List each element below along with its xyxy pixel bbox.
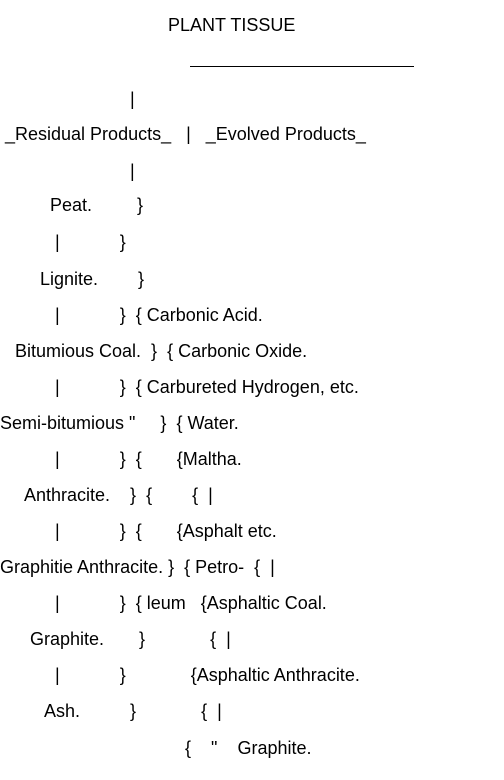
chart-line-4: Peat. }: [0, 195, 144, 215]
chart-line-11: | } { {Maltha.: [0, 449, 242, 469]
chart-line-19: { " Graphite.: [0, 738, 312, 758]
chart-line-7: | } { Carbonic Acid.: [0, 305, 263, 325]
chart-line-1: |: [0, 89, 135, 109]
chart-line-17: | } {Asphaltic Anthracite.: [0, 665, 360, 685]
chart-line-8: Bitumious Coal. } { Carbonic Oxide.: [0, 341, 308, 361]
chart-line-10: Semi-bitumious " } { Water.: [0, 413, 239, 433]
chart-line-13: | } { {Asphalt etc.: [0, 521, 277, 541]
chart-line-16: Graphite. } { |: [0, 629, 231, 649]
chart-line-14: Graphitie Anthracite. } { Petro- { |: [0, 557, 275, 577]
chart-line-6: Lignite. }: [0, 269, 145, 289]
chart-line-2: _Residual Products_ | _Evolved Products_: [0, 124, 366, 144]
chart-line-5: | }: [0, 232, 126, 252]
chart-line-12: Anthracite. } { { |: [0, 485, 213, 505]
chart-line-3: |: [0, 161, 135, 181]
chart-line-18: Ash. } { |: [0, 701, 222, 721]
page-title: PLANT TISSUE: [168, 15, 296, 35]
title-underline: [190, 66, 414, 67]
chart-line-15: | } { leum {Asphaltic Coal.: [0, 593, 327, 613]
chart-line-9: | } { Carbureted Hydrogen, etc.: [0, 377, 359, 397]
